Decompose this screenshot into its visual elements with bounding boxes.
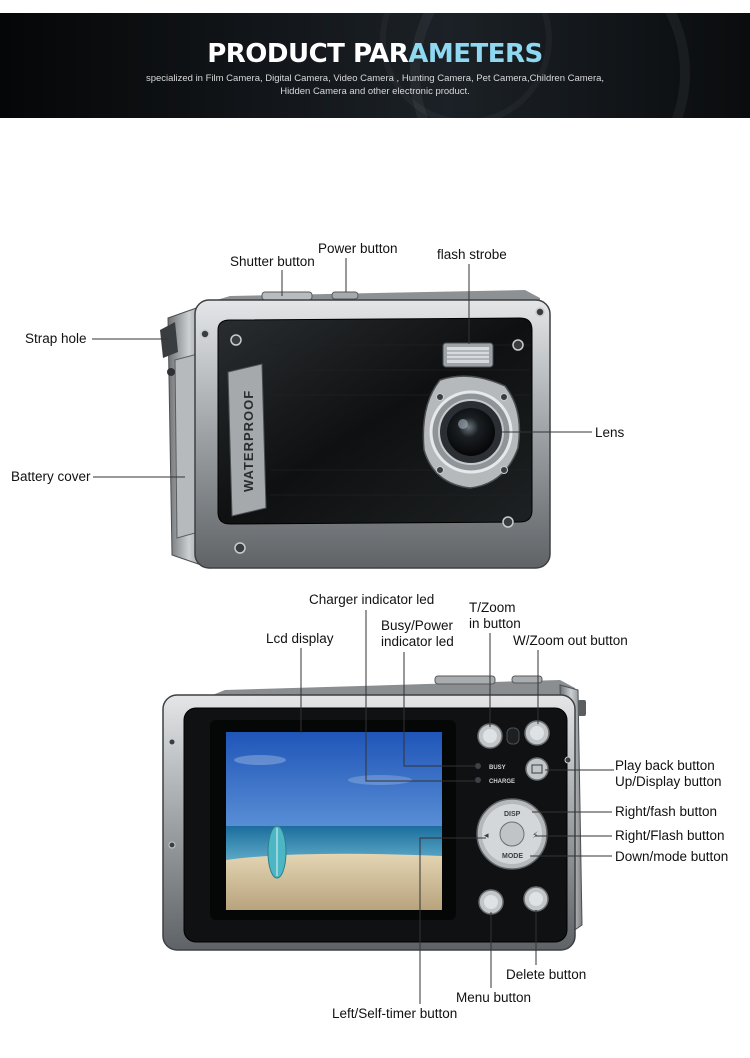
page-title: PRODUCT PARAMETERS bbox=[0, 39, 750, 69]
front-leader-lines bbox=[92, 258, 592, 478]
lcd-display-label: Lcd display bbox=[266, 631, 334, 646]
charge-led bbox=[475, 777, 481, 783]
shutter-button bbox=[261, 291, 313, 301]
play-back-label: Play back button bbox=[615, 758, 715, 773]
back-leader-lines bbox=[300, 610, 614, 1004]
waterproof-label: WATERPROOF bbox=[241, 390, 256, 492]
t-zoom-label-line2: in button bbox=[469, 616, 521, 631]
down-mode-label: Down/mode button bbox=[615, 849, 729, 864]
page-title-accent: AMETERS bbox=[408, 39, 543, 69]
t-zoom-in-button bbox=[477, 723, 503, 749]
left-arrow-icon: ◂ bbox=[484, 831, 489, 841]
menu-button bbox=[478, 889, 504, 915]
flash-strobe-label: flash strobe bbox=[437, 247, 507, 262]
left-self-timer-label: Left/Self-timer button bbox=[332, 1006, 458, 1021]
shutter-button-label: Shutter button bbox=[230, 254, 315, 269]
busy-power-label-line1: Busy/Power bbox=[381, 618, 454, 633]
page-subtitle: specialized in Film Camera, Digital Came… bbox=[145, 73, 605, 97]
camera-front-body: WATERPROOF bbox=[160, 290, 551, 569]
charger-indicator-led-label: Charger indicator led bbox=[309, 592, 435, 607]
delete-button-label: Delete button bbox=[506, 967, 587, 982]
camera-lens bbox=[422, 375, 521, 489]
camera-back-body: BUSY CHARGE DISP MODE ◂ ⚡ bbox=[162, 675, 586, 951]
disp-text: DISP bbox=[504, 811, 521, 818]
page-title-main: PRODUCT PAR bbox=[207, 39, 409, 69]
flash-strobe bbox=[442, 342, 494, 368]
header-banner: PRODUCT PARAMETERS specialized in Film C… bbox=[0, 13, 750, 118]
w-zoom-out-label: W/Zoom out button bbox=[513, 633, 628, 648]
right-fash-label: Right/fash button bbox=[615, 804, 718, 819]
delete-button bbox=[523, 886, 549, 912]
busy-power-label-line2: indicator led bbox=[381, 634, 454, 649]
right-flash-label: Right/Flash button bbox=[615, 828, 725, 843]
play-back-button bbox=[525, 757, 549, 781]
power-button-label: Power button bbox=[318, 241, 398, 256]
lens-label: Lens bbox=[595, 425, 625, 440]
charge-led-text: CHARGE bbox=[489, 779, 515, 785]
strap-hole-label: Strap hole bbox=[25, 331, 87, 346]
lcd-display bbox=[226, 732, 442, 910]
menu-button-label: Menu button bbox=[456, 990, 532, 1005]
busy-led-text: BUSY bbox=[489, 765, 506, 771]
mode-text: MODE bbox=[502, 853, 523, 860]
power-button bbox=[331, 291, 359, 300]
w-zoom-out-button bbox=[524, 720, 550, 746]
up-display-label: Up/Display button bbox=[615, 774, 722, 789]
battery-cover-label: Battery cover bbox=[11, 469, 91, 484]
d-pad: DISP MODE ◂ ⚡ bbox=[476, 798, 548, 870]
busy-led bbox=[475, 763, 481, 769]
t-zoom-label-line1: T/Zoom bbox=[469, 600, 516, 615]
